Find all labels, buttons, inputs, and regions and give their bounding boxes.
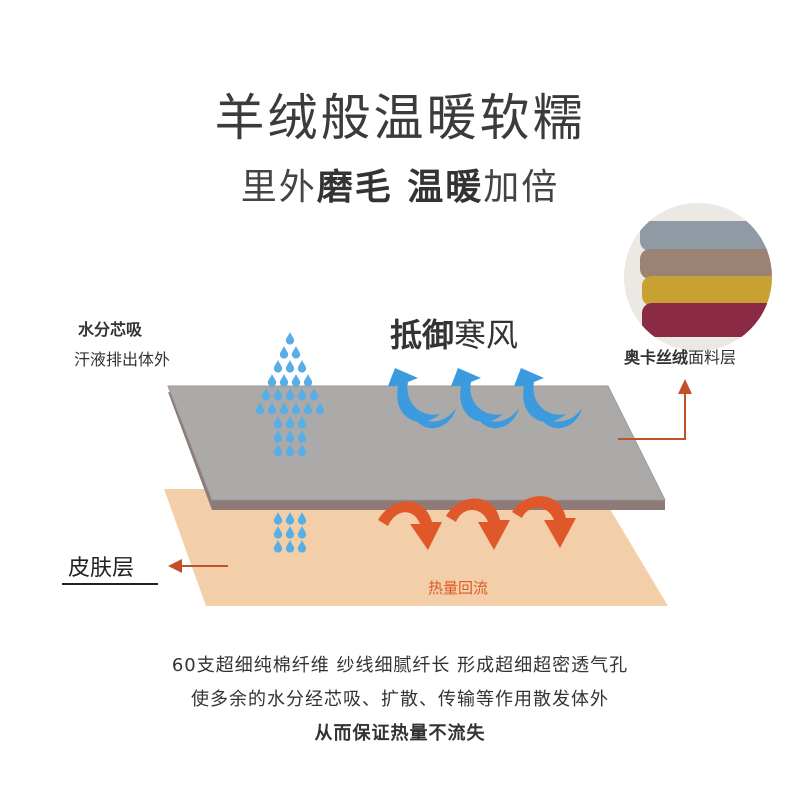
wind-arrow-3 xyxy=(514,368,566,422)
moisture-drops-lower xyxy=(273,512,307,553)
fabric-layer-label: 奥卡丝绒面料层 xyxy=(624,344,736,368)
water-droplet xyxy=(273,416,283,429)
wind-swoosh-2 xyxy=(471,402,519,429)
wind-swoosh-1 xyxy=(408,402,456,429)
water-droplet xyxy=(315,402,325,415)
water-droplet xyxy=(297,540,307,553)
cold-wind-arrows xyxy=(388,368,582,429)
water-droplet xyxy=(285,430,295,443)
water-droplet xyxy=(285,540,295,553)
water-droplet xyxy=(285,444,295,457)
water-droplet xyxy=(285,526,295,539)
water-droplet xyxy=(273,512,283,525)
wind-arrow-2 xyxy=(451,368,503,422)
footer-line-1: 60支超细纯棉纤维 纱线细腻纤长 形成超细超密透气孔 xyxy=(171,655,629,676)
wind-arrow-1 xyxy=(388,368,440,422)
water-droplet xyxy=(297,388,307,401)
heat-return-arrows xyxy=(378,496,576,550)
water-droplet xyxy=(309,388,319,401)
footer-line-3: 从而保证热量不流失 xyxy=(314,723,486,744)
water-droplet xyxy=(303,374,313,387)
water-droplet xyxy=(279,346,289,359)
water-droplet xyxy=(255,402,265,415)
fabric-layer-label-bold: 奥卡丝绒 xyxy=(624,348,689,367)
main-title: 羊绒般温暖软糯 xyxy=(214,89,586,147)
subtitle-part-2: 磨毛 温暖 xyxy=(316,167,484,208)
heat-arrow-3 xyxy=(512,496,576,548)
water-droplet xyxy=(261,388,271,401)
water-droplet xyxy=(267,374,277,387)
skin-pointer-arrow xyxy=(168,559,228,573)
water-droplet xyxy=(273,360,283,373)
water-droplet xyxy=(285,388,295,401)
water-droplet xyxy=(273,388,283,401)
fabric-layer-mustard xyxy=(642,276,772,306)
subtitle: 里外磨毛 温暖加倍 xyxy=(0,158,800,210)
water-droplet xyxy=(297,526,307,539)
water-droplet xyxy=(285,512,295,525)
water-droplet xyxy=(291,346,301,359)
subtitle-part-1: 里外 xyxy=(240,167,317,208)
fabric-pointer-arrow xyxy=(618,379,692,440)
fabric-stack-graphic xyxy=(624,203,772,351)
water-droplet xyxy=(297,444,307,457)
fabric-layer-gray xyxy=(640,221,772,251)
water-droplet xyxy=(285,416,295,429)
wicking-desc: 汗液排出体外 xyxy=(74,350,171,369)
fabric-layer-brown xyxy=(640,249,772,279)
water-droplet xyxy=(273,430,283,443)
fabric-layer-wine xyxy=(642,303,772,337)
fabric-layer xyxy=(168,386,665,500)
cold-wind-label-bold: 抵御 xyxy=(390,316,455,354)
wind-swoosh-3 xyxy=(534,402,582,429)
cold-wind-label-rest: 寒风 xyxy=(454,316,519,354)
fabric-layer-label-rest: 面料层 xyxy=(688,348,737,367)
cold-wind-label: 抵御寒风 xyxy=(390,310,518,356)
heat-return-label: 热量回流 xyxy=(428,579,488,597)
fabric-swatch-image xyxy=(624,203,772,351)
water-droplet xyxy=(273,540,283,553)
water-droplet xyxy=(285,360,295,373)
water-droplet xyxy=(279,374,289,387)
water-droplet xyxy=(297,512,307,525)
water-droplet xyxy=(297,416,307,429)
water-droplet xyxy=(273,444,283,457)
skin-layer-label: 皮肤层 xyxy=(68,556,135,581)
water-droplet xyxy=(303,402,313,415)
water-droplet xyxy=(285,332,295,345)
wicking-title: 水分芯吸 xyxy=(78,320,143,339)
water-droplet xyxy=(297,430,307,443)
heat-arrow-2 xyxy=(446,498,510,550)
water-droplet xyxy=(291,402,301,415)
water-droplet xyxy=(297,360,307,373)
footer-line-2: 使多余的水分经芯吸、扩散、传输等作用散发体外 xyxy=(191,689,609,710)
water-droplet xyxy=(291,374,301,387)
heat-arrow-1 xyxy=(378,501,442,550)
moisture-arrow-up xyxy=(255,332,325,457)
water-droplet xyxy=(267,402,277,415)
water-droplet xyxy=(279,402,289,415)
water-droplet xyxy=(273,526,283,539)
subtitle-part-3: 加倍 xyxy=(483,167,560,208)
